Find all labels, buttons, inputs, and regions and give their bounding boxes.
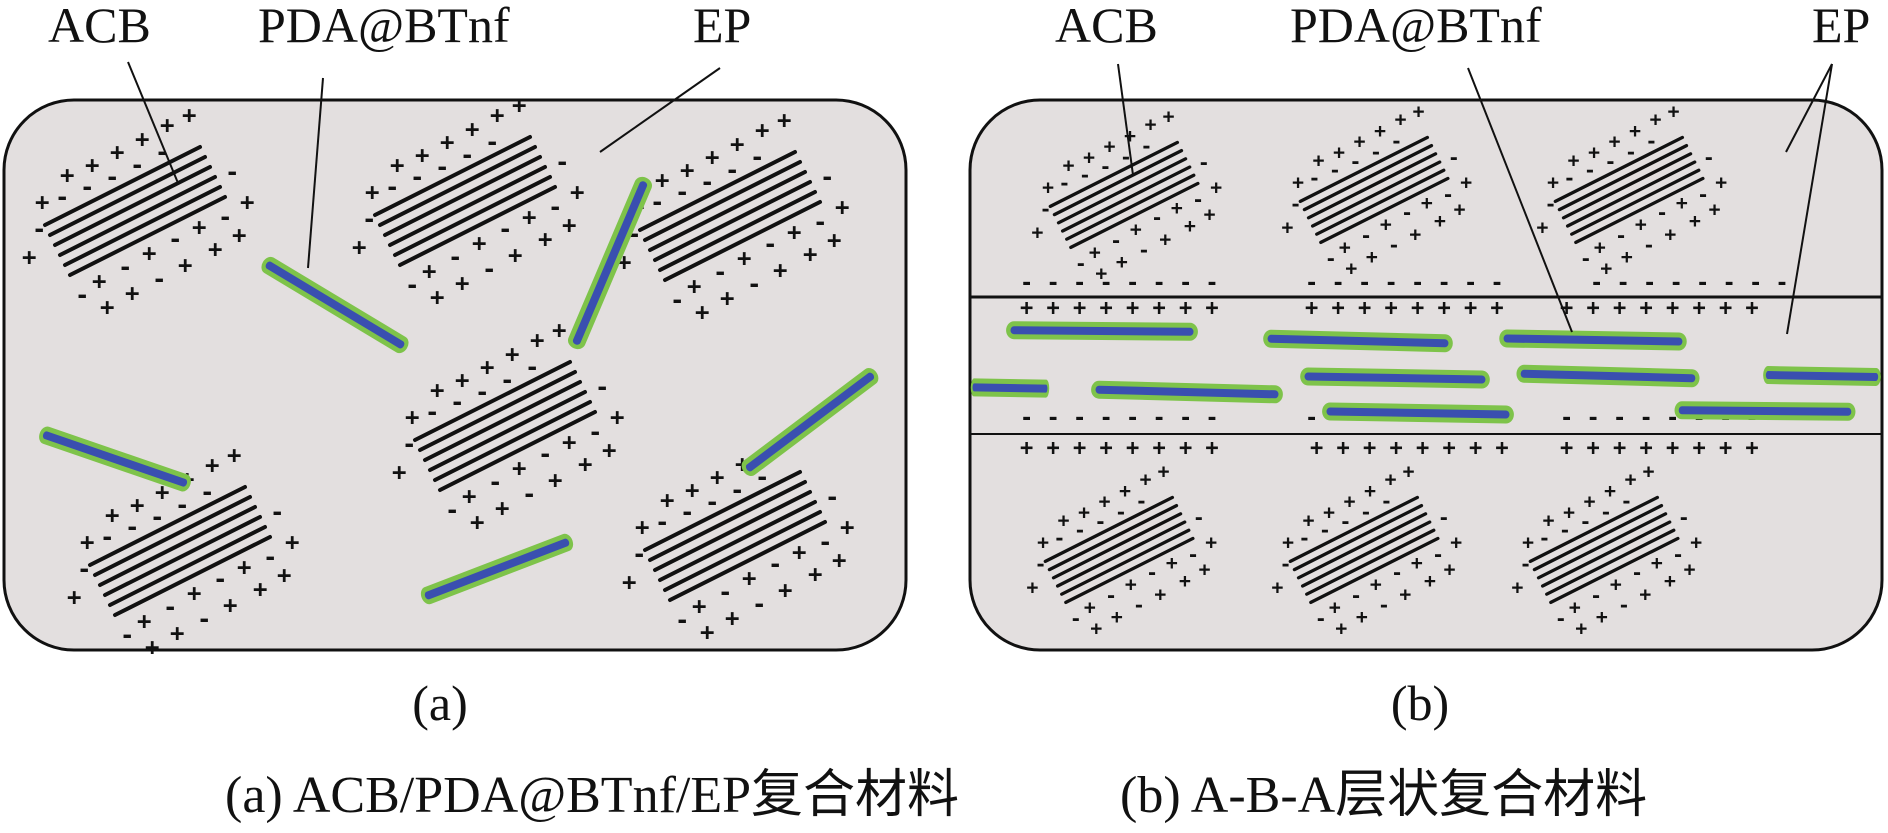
btnf-fiber [1330,411,1506,414]
charge-row-plus: + + + + + + + + [1560,436,1759,461]
label-ep-b: EP [1812,0,1870,53]
btnf-fiber [1308,376,1482,379]
panel-a-sublabel: (a) [412,675,468,731]
charge-row-minus: - - - - - - - - [1020,406,1219,431]
btnf-fiber [1099,390,1275,395]
caption-b: (b) A-B-A层状复合材料 [1120,767,1647,824]
btnf-fiber [1768,375,1876,377]
charge-row-plus: + + + + + + + + [1560,296,1759,321]
label-filler-b: PDA@BTnf [1290,0,1542,53]
panel-a: ACB PDA@BTnf EP (a) [2,0,908,731]
btnf-fiber [1014,330,1190,332]
charge-row-plus: + + + + + + + + [1310,436,1509,461]
charge-row-plus: + + + + + + + + [1020,436,1219,461]
caption-a: (a) ACB/PDA@BTnf/EP复合材料 [225,767,959,824]
charge-row-minus: - - - - - - - - [1590,271,1789,296]
panel-b-sublabel: (b) [1391,675,1449,731]
btnf-fiber [1524,374,1692,378]
charge-rows: - - - - - - - - - - - - - - - - - - - - … [1020,271,1789,461]
charge-row-minus: - - - - - - - - [1020,271,1219,296]
label-acb-b: ACB [1055,0,1158,53]
charge-row-plus: + + + + + + + + [1305,296,1504,321]
label-filler-a: PDA@BTnf [258,0,510,53]
panel-b: - - - - - - - - - - - - - - - - - - - - … [970,0,1882,731]
btnf-fiber [1507,338,1679,341]
label-ep-a: EP [693,0,751,53]
label-acb-a: ACB [48,0,151,53]
btnf-fiber [974,387,1046,388]
charge-row-plus: + + + + + + + + [1020,296,1219,321]
btnf-fiber [1271,339,1445,344]
charge-row-minus: - - - - - - - - [1305,271,1504,296]
btnf-fiber [1682,410,1848,411]
